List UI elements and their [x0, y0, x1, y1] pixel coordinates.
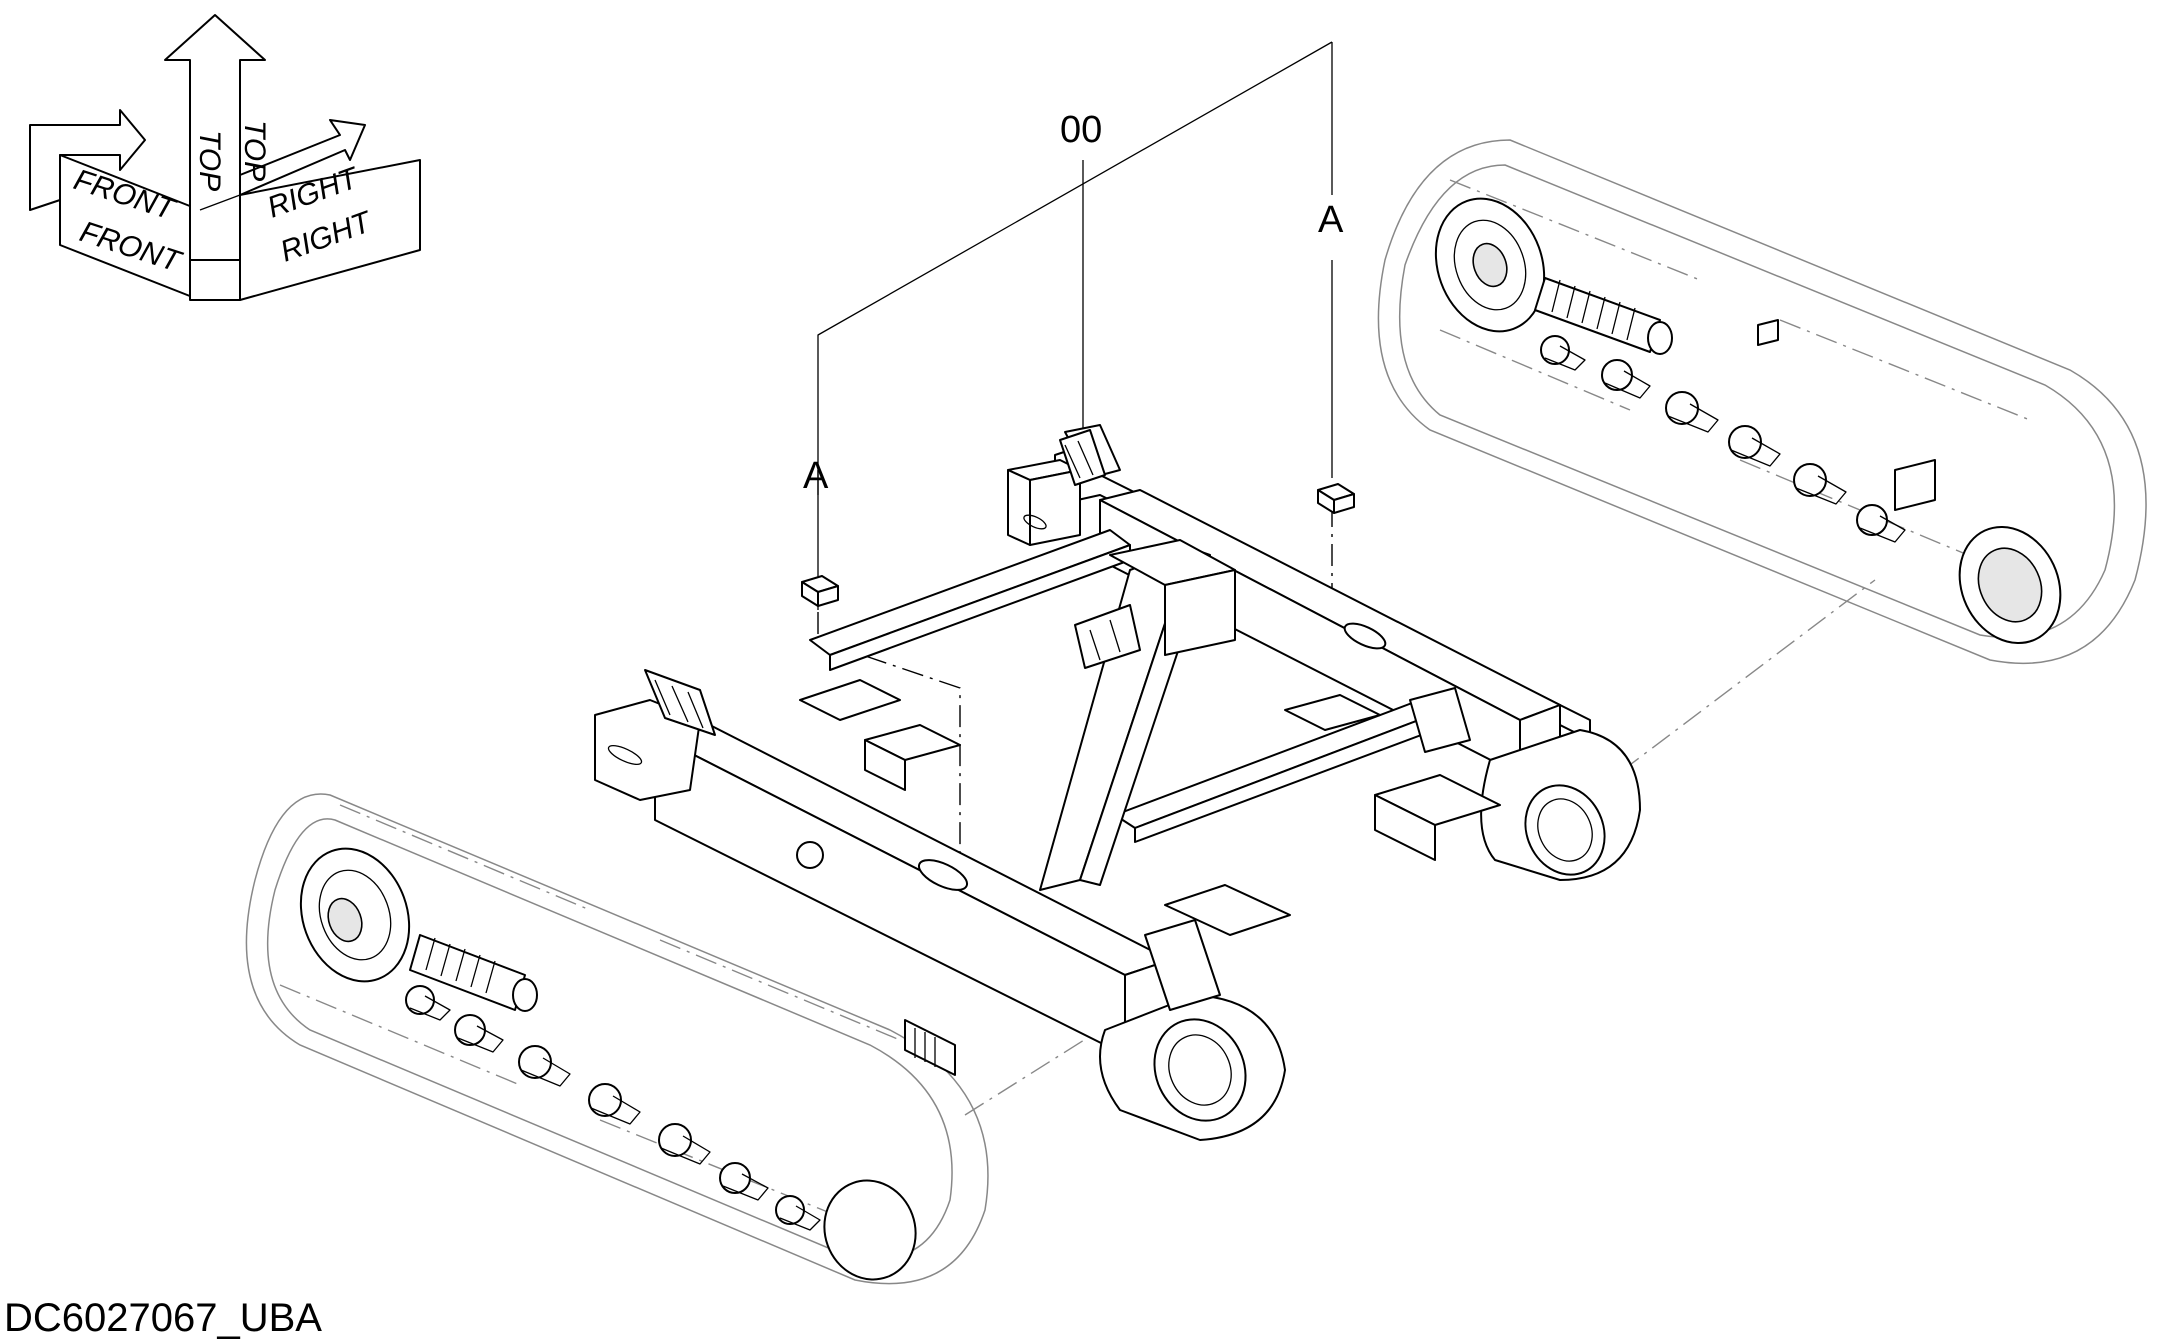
right-track-rollers: [1540, 335, 1906, 543]
callout-part-a-right: A: [1318, 199, 1344, 241]
callout-part-a-left: A: [803, 455, 829, 497]
top-label: TOP: [193, 130, 226, 191]
top-label-side: TOP: [238, 120, 271, 181]
right-track-spring: [1534, 277, 1673, 355]
orientation-key: FRONT FRONT TOP TOP RIGHT RIGHT: [29, 14, 421, 301]
right-track-assembly: [1377, 139, 2147, 664]
left-track-spring: [409, 934, 538, 1012]
pad-part-a-left: [801, 575, 839, 607]
assembly-axis-lines: [964, 579, 1876, 1116]
lower-frame: [594, 424, 1641, 1141]
left-track-rollers: [405, 985, 821, 1231]
leader-lines: [817, 41, 1333, 860]
pad-part-a-right: [1317, 483, 1355, 514]
callout-assembly-00: 00: [1060, 109, 1102, 151]
left-track-assembly: [245, 793, 989, 1285]
drawing-code-label: DC6027067_UBA: [4, 1296, 322, 1340]
